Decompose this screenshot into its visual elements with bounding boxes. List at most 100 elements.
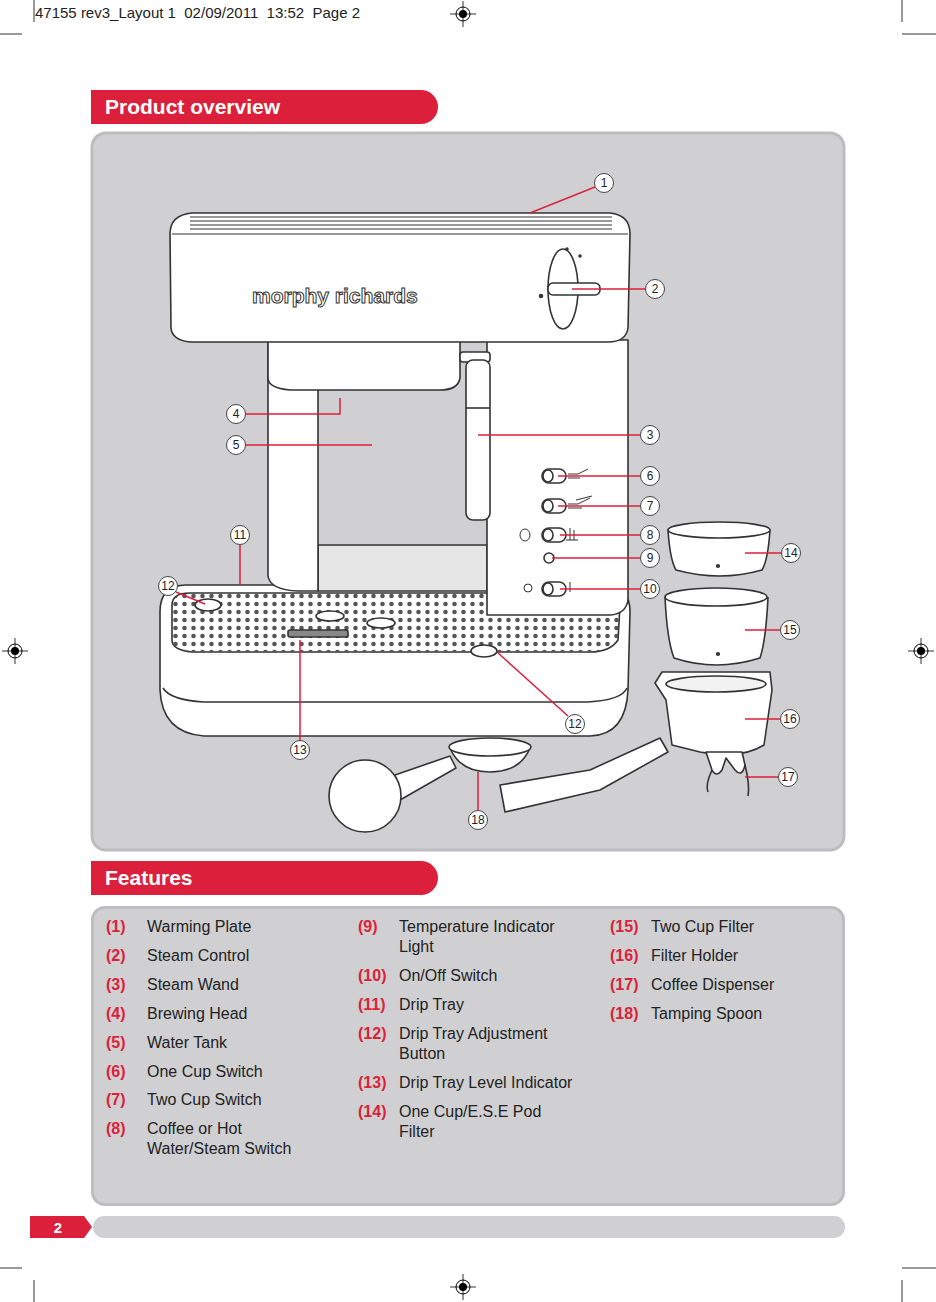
- on-symbol: [570, 582, 571, 592]
- callout-number: 8: [640, 525, 660, 545]
- callout-number: 6: [640, 466, 660, 486]
- crop-mark: [0, 1268, 22, 1269]
- callout-text: 9: [647, 552, 654, 564]
- callout-number: 17: [778, 767, 798, 787]
- crop-mark: [902, 34, 936, 35]
- feature-name: Drip Tray Adjustment Button: [399, 1024, 574, 1064]
- feature-name: Coffee or Hot Water/Steam Switch: [147, 1119, 312, 1159]
- dial-mark: [579, 255, 581, 257]
- feature-number: (10): [358, 966, 386, 986]
- wand-ring: [466, 407, 490, 409]
- callout-text: 11: [234, 529, 246, 541]
- filter-dot: [717, 653, 720, 656]
- feature-number: (9): [358, 917, 378, 937]
- feature-number: (6): [106, 1062, 126, 1082]
- callout-text: 8: [647, 529, 654, 541]
- feature-number: (15): [610, 917, 638, 937]
- switch-face: [543, 529, 553, 541]
- top-housing: [170, 213, 630, 342]
- filter-holder: [655, 672, 772, 755]
- leader-line: [558, 475, 640, 477]
- switch-face: [543, 470, 553, 482]
- feature-name: Temperature Indicator Light: [399, 917, 574, 957]
- feature-number: (4): [106, 1004, 126, 1024]
- callout-text: 4: [233, 408, 240, 420]
- callout-text: 12: [568, 718, 581, 730]
- feature-name: One Cup Switch: [147, 1062, 263, 1082]
- leader-line: [478, 434, 640, 436]
- crop-mark: [34, 0, 35, 22]
- callout-number: 12: [565, 714, 585, 734]
- spoon-rim: [449, 738, 531, 756]
- callout-number: 18: [468, 810, 488, 830]
- feature-number: (5): [106, 1033, 126, 1053]
- callout-text: 18: [471, 814, 484, 826]
- tray-foot: [316, 611, 344, 621]
- dial-mark: [566, 248, 568, 250]
- warming-grille: [190, 229, 612, 230]
- crop-mark: [902, 1268, 936, 1269]
- section-band: Features: [91, 861, 438, 895]
- callout-text: 12: [161, 580, 174, 592]
- feature-number: (17): [610, 975, 638, 995]
- feature-name: Steam Wand: [147, 975, 239, 995]
- leader-line: [176, 592, 205, 604]
- print-slug: 47155 rev3_Layout 1 02/09/2011 13:52 Pag…: [35, 4, 360, 21]
- registration-line: [463, 1274, 464, 1300]
- feature-name: Filter Holder: [651, 946, 738, 966]
- callout-text: 15: [783, 624, 796, 636]
- callout-number: 10: [640, 579, 660, 599]
- callout-number: 9: [640, 548, 660, 568]
- page-tab-shape: [30, 1216, 92, 1238]
- leader-line: [745, 776, 778, 778]
- dispenser-spouts: [707, 765, 748, 796]
- filter-rim: [668, 522, 770, 538]
- tamper-disc: [329, 760, 401, 832]
- callout-number: 11: [230, 525, 250, 545]
- callout-text: 16: [783, 713, 796, 725]
- leader-line: [246, 444, 372, 446]
- feature-name: Tamping Spoon: [651, 1004, 762, 1024]
- base-edge: [163, 688, 627, 702]
- page-number: 2: [30, 1216, 86, 1238]
- callout-number: 1: [594, 173, 614, 193]
- steam-wand: [466, 360, 490, 520]
- feature-number: (14): [358, 1102, 386, 1122]
- spoon-handle: [395, 756, 456, 800]
- overview-panel: [92, 133, 844, 850]
- feature-number: (7): [106, 1090, 126, 1110]
- callout-number: 5: [226, 435, 246, 455]
- callout-number: 13: [290, 740, 310, 760]
- feature-number: (11): [358, 995, 386, 1015]
- level-indicator: [288, 630, 348, 637]
- section-band: Product overview: [91, 90, 438, 124]
- filter-rim: [665, 588, 767, 606]
- leader-line: [560, 534, 640, 536]
- warming-grille: [190, 221, 612, 222]
- callout-text: 13: [293, 744, 306, 756]
- registration-mark: [2, 638, 28, 664]
- feature-name: Drip Tray: [399, 995, 464, 1015]
- leader-line: [745, 718, 780, 720]
- feature-name: Steam Control: [147, 946, 249, 966]
- brewing-head: [268, 340, 460, 390]
- feature-number: (12): [358, 1024, 386, 1044]
- leader-line: [246, 398, 340, 414]
- callout-number: 15: [780, 620, 800, 640]
- leader-line: [560, 588, 640, 590]
- footer-strip: [93, 1216, 845, 1238]
- housing-edge: [172, 233, 628, 234]
- feature-number: (18): [610, 1004, 638, 1024]
- callout-text: 6: [647, 470, 654, 482]
- crop-mark: [902, 0, 903, 22]
- switch-face: [543, 583, 553, 595]
- filter-dot: [717, 565, 720, 568]
- leader-line: [572, 288, 645, 290]
- two-cup-filter: [665, 597, 768, 665]
- off-symbol: [524, 584, 532, 592]
- leader-line: [552, 557, 640, 559]
- leader-line: [530, 187, 595, 213]
- steam-symbol: [566, 528, 578, 540]
- callout-text: 1: [601, 177, 608, 189]
- callout-number: 12: [158, 576, 178, 596]
